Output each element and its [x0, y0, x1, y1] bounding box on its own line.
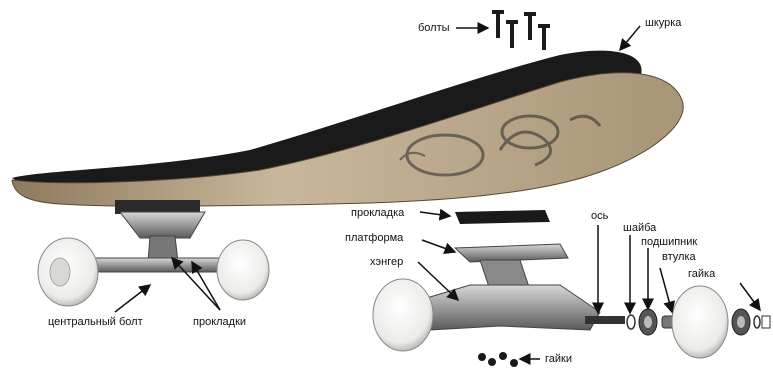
axle-part — [585, 316, 625, 324]
label-grip-tape: шкурка — [645, 17, 681, 29]
label-nuts: гайки — [545, 353, 572, 365]
hanger-part — [420, 285, 600, 330]
axle-nut-part — [762, 316, 770, 328]
deck — [12, 51, 683, 207]
mounted-axle — [85, 258, 235, 272]
label-kingpin: центральный болт — [48, 316, 143, 328]
label-hanger: хэнгер — [370, 256, 403, 268]
label-baseplate: платформа — [345, 232, 403, 244]
washer-part — [627, 315, 635, 329]
mounted-hanger-body — [120, 212, 205, 238]
label-washer: шайба — [623, 222, 656, 234]
riser-pad — [455, 210, 550, 224]
assembled-truck — [38, 200, 269, 306]
label-axle-nut: гайка — [688, 268, 715, 280]
baseplate-part — [455, 244, 568, 262]
label-axle: ось — [591, 210, 608, 222]
label-bushing-spacer: втулка — [662, 251, 696, 263]
label-bolts: болты — [418, 22, 450, 34]
exploded-wheel-right — [672, 286, 728, 358]
right-wheel — [217, 240, 269, 300]
nut-set — [478, 352, 518, 367]
bolt-set — [492, 10, 550, 50]
exploded-wheel-left — [373, 279, 433, 351]
label-bearing: подшипник — [641, 236, 697, 248]
label-pads: прокладки — [193, 316, 246, 328]
label-pad: прокладка — [351, 207, 404, 219]
washer-part-2 — [754, 316, 760, 328]
